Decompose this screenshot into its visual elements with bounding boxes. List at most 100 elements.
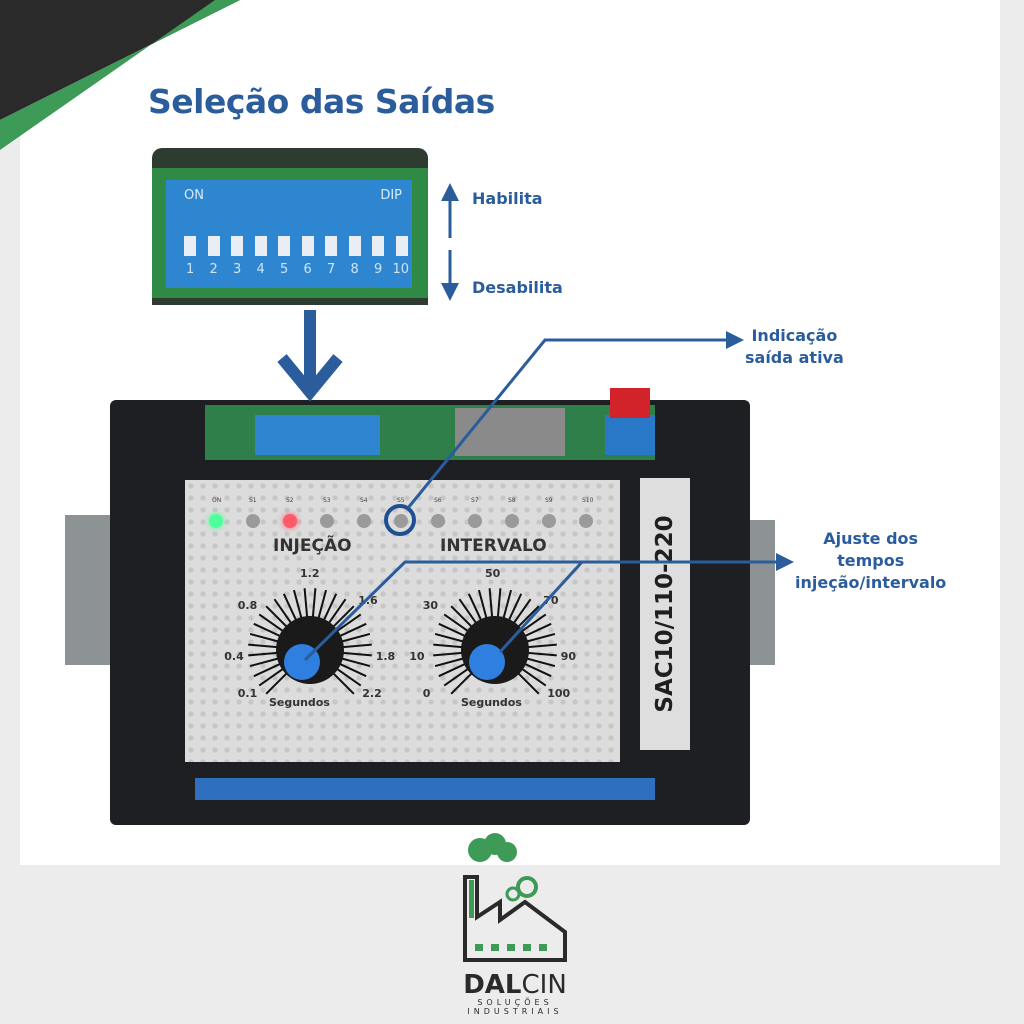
dial-tick [311, 588, 317, 621]
dial-tick [521, 661, 552, 678]
dial-tick [488, 588, 494, 621]
dial-tick [253, 661, 284, 678]
dial-tick [519, 666, 547, 687]
led-indicator-s2 [283, 514, 297, 528]
dial-tick [258, 666, 286, 687]
dial-tick [248, 643, 281, 649]
dial-tick [458, 598, 479, 626]
dial-tick [292, 589, 304, 622]
dial-tick [258, 613, 286, 634]
dip-label: DIP [380, 188, 402, 203]
dial-tick [339, 651, 372, 657]
led-indicator-s8 [505, 514, 519, 528]
dial-tick [496, 588, 502, 621]
dials [248, 588, 557, 695]
dip-switch-toggle[interactable] [231, 236, 243, 256]
dial-tick [248, 651, 281, 657]
dial-tick [511, 598, 532, 626]
dip-switch-toggle[interactable] [372, 236, 384, 256]
dip-switch-number: 8 [350, 262, 359, 277]
led-label: S3 [323, 497, 331, 504]
enable-label: Habilita [472, 189, 543, 208]
dip-switch-toggle[interactable] [395, 236, 408, 256]
dip-switch-toggle[interactable] [278, 236, 290, 256]
disable-label: Desabilita [472, 278, 563, 297]
brand-name-bold: DAL [463, 970, 522, 1000]
terminal-block [605, 415, 655, 455]
injection-unit: Segundos [269, 696, 330, 709]
dip-switch-toggle[interactable] [348, 236, 361, 256]
dial-tick [450, 605, 475, 630]
interval-unit: Segundos [461, 696, 522, 709]
dial-tick [265, 605, 290, 630]
dip-switch-number: 2 [209, 262, 218, 277]
dial-tick [443, 613, 471, 634]
dial-tick [524, 651, 557, 657]
brand-logo: DALCIN SOLUÇÕES INDUSTRIAIS [455, 832, 575, 1022]
dial-tick [249, 632, 282, 644]
dial-tick [433, 643, 466, 649]
brand-tagline-1: SOLUÇÕES [477, 998, 553, 1007]
model-text: SAC10/110-220 [652, 515, 678, 713]
connector [455, 408, 565, 456]
led-label: S2 [286, 497, 294, 504]
injection-scale-label: 2.2 [362, 686, 382, 700]
dial-tick [443, 666, 471, 687]
dial-tick [330, 670, 355, 695]
mini-dip-switch [255, 415, 380, 455]
dip-switch-toggle[interactable] [207, 236, 220, 256]
din-rail-left [65, 515, 115, 665]
dial-tick [334, 666, 362, 687]
led-indicator-s3 [320, 514, 334, 528]
page-title: Seleção das Saídas [148, 82, 495, 121]
brand-name-light: CIN [521, 970, 567, 1000]
dial-tick [450, 670, 475, 695]
dip-switch-toggle[interactable] [184, 236, 196, 256]
led-label: S1 [249, 497, 257, 504]
dip-switch-number: 9 [374, 262, 383, 277]
dip-on-label: ON [184, 188, 204, 203]
dip-switch-toggle[interactable] [254, 236, 267, 256]
injection-scale-label: 0.8 [237, 599, 258, 613]
led-label: S4 [360, 497, 368, 504]
led-indicator-s10 [579, 514, 593, 528]
red-terminals [610, 388, 650, 418]
dial-tick [303, 588, 309, 621]
dip-switch-number: 5 [280, 262, 289, 277]
dial-tick [253, 622, 284, 639]
injection-scale-label: 0.1 [237, 686, 258, 700]
interval-knob-cap [469, 644, 505, 680]
led-indicator-s7 [468, 514, 482, 528]
led-label: S5 [397, 497, 405, 504]
dial-tick [438, 661, 469, 678]
interval-scale-label: 0 [422, 686, 431, 700]
dip-switch-number: 4 [256, 262, 265, 277]
led-indicator-s1 [246, 514, 260, 528]
dip-switch-toggle[interactable] [301, 236, 314, 256]
dial-tick [515, 670, 540, 695]
interval-scale-label: 100 [547, 686, 571, 700]
dial-tick [273, 598, 294, 626]
dip-switch-number: 6 [303, 262, 312, 277]
model-label: SAC10/110-220 [640, 478, 690, 750]
led-label: ON [212, 497, 222, 504]
dip-switch-toggle[interactable] [325, 236, 337, 256]
dial-tick [326, 598, 347, 626]
dial-tick [519, 613, 547, 634]
dial-tick [334, 613, 362, 634]
corner-decoration [0, 0, 240, 150]
dial-tick [282, 593, 299, 624]
brand-tagline-2: INDUSTRIAIS [467, 1007, 563, 1016]
dial-tick [433, 651, 466, 657]
led-indicator-s4 [357, 514, 371, 528]
led-indicator-s6 [431, 514, 445, 528]
interval-title: INTERVALO [440, 536, 547, 556]
dial-tick [339, 643, 372, 649]
dip-switch-number: 3 [233, 262, 242, 277]
dial-tick [265, 670, 290, 695]
injection-title: INJEÇÃO [273, 536, 352, 556]
